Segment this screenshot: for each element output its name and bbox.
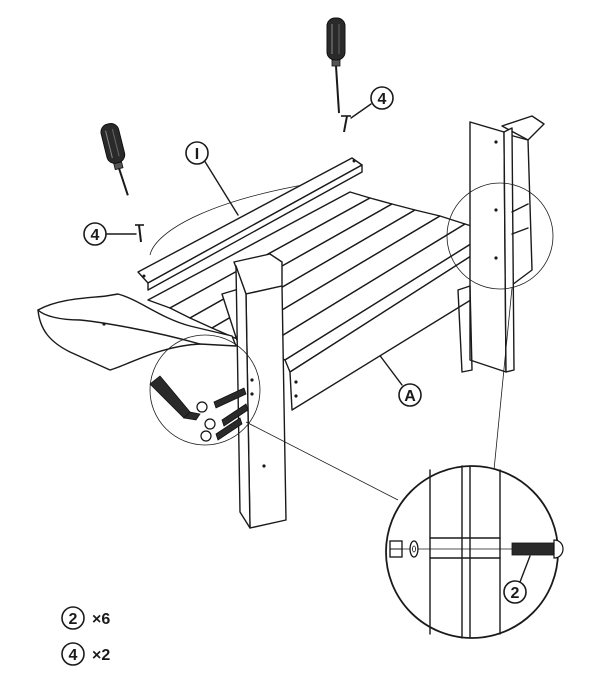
svg-text:×2: ×2 <box>92 647 110 664</box>
bolt-icon <box>511 539 564 559</box>
screwdriver-icon <box>326 17 346 114</box>
washer-icon <box>409 540 419 558</box>
front-leg-left <box>221 253 287 529</box>
screw-icon <box>341 115 351 133</box>
svg-text:×6: ×6 <box>92 611 110 628</box>
side-leg-right <box>457 121 529 373</box>
svg-text:4: 4 <box>378 91 387 108</box>
callout-part-a: A <box>398 383 422 407</box>
callout-part-i: I <box>185 141 209 165</box>
svg-text:4: 4 <box>69 647 78 664</box>
hex-key-icon <box>149 375 201 421</box>
bolt-icon <box>204 403 249 430</box>
seat-slats <box>147 191 491 361</box>
svg-text:I: I <box>195 146 199 163</box>
svg-text:2: 2 <box>511 585 520 602</box>
legend-item: 2 ×6 <box>61 606 110 630</box>
armrest-left <box>37 293 237 371</box>
zoom-circle-left <box>149 334 261 446</box>
svg-text:A: A <box>404 388 416 405</box>
parts-legend: 2 ×6 4 ×2 <box>61 606 110 666</box>
back-rail-part-i <box>137 157 363 291</box>
bolt-icon <box>200 417 243 442</box>
svg-text:2: 2 <box>69 611 78 628</box>
callout-screw-top: 4 <box>370 86 394 110</box>
front-apron-part-a <box>284 231 501 411</box>
legend-item: 4 ×2 <box>61 642 110 666</box>
callout-bolt-detail: 2 <box>503 580 527 604</box>
detail-view <box>385 465 564 639</box>
screwdriver-icon <box>100 123 129 196</box>
zoom-circle-right <box>446 182 554 290</box>
screw-icon <box>135 224 144 243</box>
svg-text:4: 4 <box>91 227 100 244</box>
bolt-icon <box>196 387 247 413</box>
callout-screw-left: 4 <box>83 222 107 246</box>
nut-icon <box>389 540 403 558</box>
